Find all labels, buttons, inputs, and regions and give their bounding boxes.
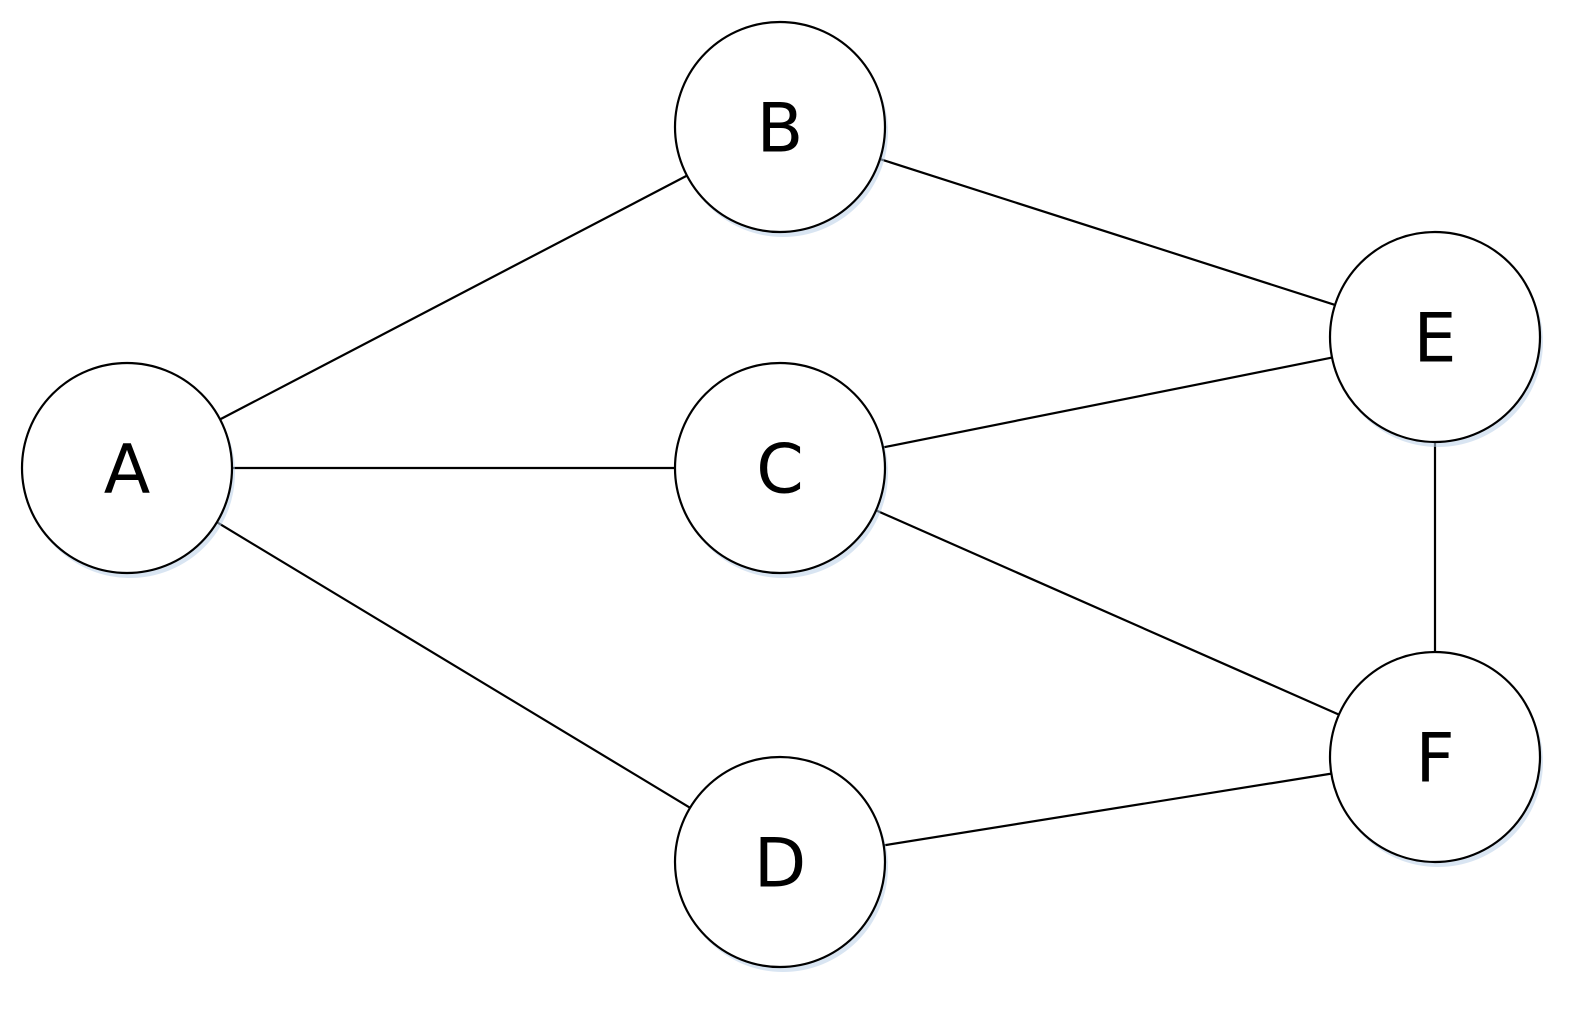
node-e: E (1328, 230, 1543, 447)
node-label: B (757, 90, 804, 169)
node-f: F (1328, 650, 1543, 867)
edges-layer (216, 158, 1437, 847)
nodes-layer: A B C D E F (20, 20, 1543, 972)
node-label: C (756, 431, 803, 510)
node-circle (673, 755, 887, 969)
node-circle (1328, 230, 1542, 444)
node-circle (20, 361, 234, 575)
node-label: A (104, 431, 151, 510)
node-circle (673, 361, 887, 575)
edge-a-b (219, 174, 688, 421)
edge-c-f (875, 509, 1340, 716)
edge-a-d (216, 521, 691, 809)
node-circle (673, 20, 887, 234)
node-circle (1328, 650, 1542, 864)
node-label: D (754, 825, 806, 904)
node-label: F (1415, 720, 1454, 799)
node-a: A (20, 361, 235, 578)
node-b: B (673, 20, 888, 237)
node-c: C (673, 361, 888, 578)
edge-d-f (883, 772, 1332, 847)
edge-b-e (879, 158, 1336, 306)
node-label: E (1414, 300, 1457, 379)
edge-c-e (882, 356, 1333, 449)
node-d: D (673, 755, 888, 972)
